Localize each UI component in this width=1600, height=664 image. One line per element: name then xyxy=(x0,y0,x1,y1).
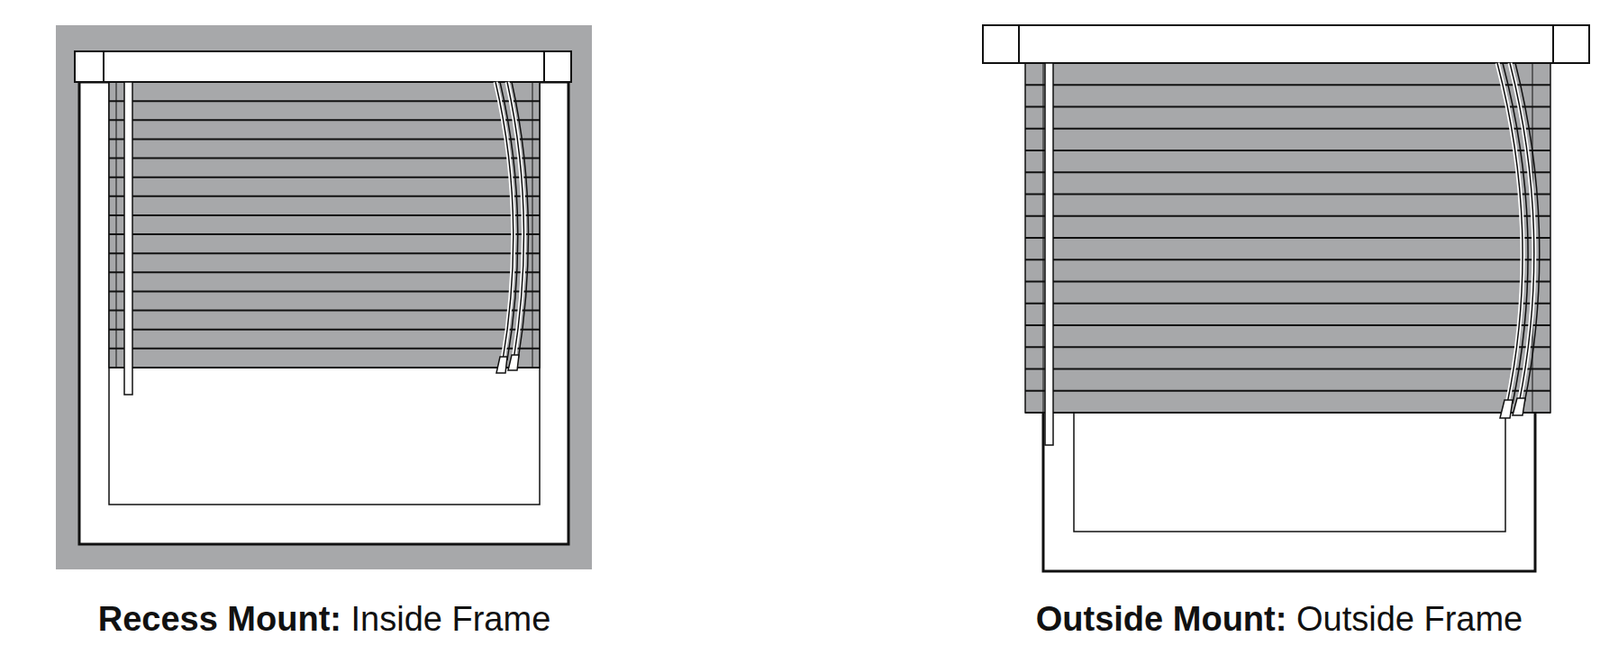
mount-caption: Recess Mount: Inside Frame xyxy=(98,600,552,639)
headrail xyxy=(982,25,1590,64)
pull-cords xyxy=(1497,63,1540,404)
pull-cords xyxy=(495,81,528,361)
tilt-wand xyxy=(124,81,133,395)
window-frame xyxy=(79,81,569,545)
headrail xyxy=(74,51,572,82)
caption-text: Outside Frame xyxy=(1296,600,1523,638)
window-pane xyxy=(109,81,540,505)
caption-text: Inside Frame xyxy=(351,600,552,638)
caption-heading: Outside Mount: xyxy=(1036,600,1288,638)
slats xyxy=(1025,63,1551,413)
tilt-wand xyxy=(1045,63,1054,446)
mount-caption: Outside Mount: Outside Frame xyxy=(1036,600,1524,639)
caption-heading: Recess Mount: xyxy=(98,600,342,638)
slats xyxy=(109,81,540,368)
wall-recess xyxy=(55,25,592,570)
